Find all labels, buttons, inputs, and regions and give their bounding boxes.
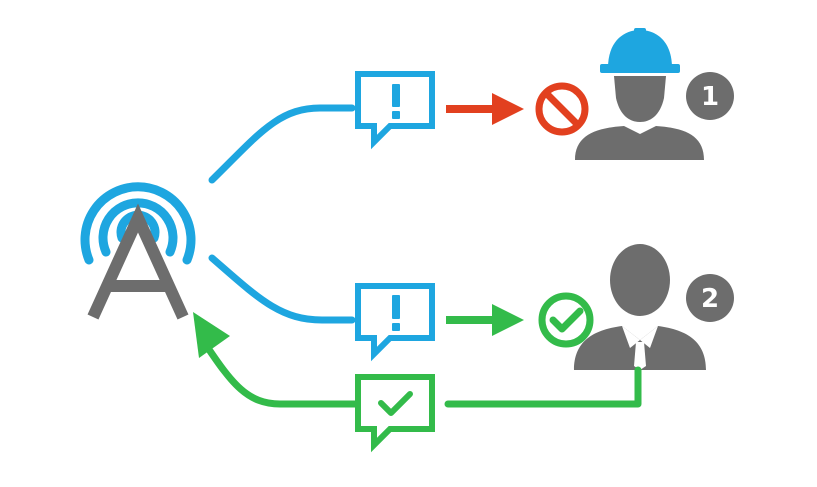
alert-message-icon: [355, 71, 435, 150]
recipient-badge-2: 2: [686, 274, 734, 322]
arrow-return-icon: [193, 312, 230, 358]
check-circle-icon: [538, 292, 594, 348]
manager-tie-icon: [574, 244, 706, 370]
signal-wave-middle: [98, 198, 178, 257]
exclamation-icon: [392, 295, 400, 331]
hardhat-icon: [600, 28, 680, 73]
exclamation-icon: [392, 84, 400, 119]
check-icon: [378, 391, 413, 416]
antenna-tower-icon: [80, 182, 196, 320]
tower-letter-a: [87, 203, 189, 320]
connector-line-bottom: [208, 254, 356, 324]
arrow-right-green-icon: [446, 304, 524, 336]
alert-message-icon-2: [355, 283, 435, 362]
arrow-right-red-icon: [446, 93, 524, 125]
connector-line-top: [208, 104, 356, 184]
recipient-badge-1: 1: [686, 72, 734, 120]
return-line-right: [444, 366, 642, 408]
worker-hardhat-icon: [575, 28, 704, 160]
return-line-left: [202, 341, 359, 408]
badge-number: 1: [701, 82, 719, 112]
badge-number: 2: [701, 284, 719, 314]
blocked-icon: [535, 82, 589, 136]
confirm-message-icon: [355, 374, 435, 453]
tie-icon: [622, 326, 658, 370]
signal-wave-outer: [80, 182, 196, 265]
